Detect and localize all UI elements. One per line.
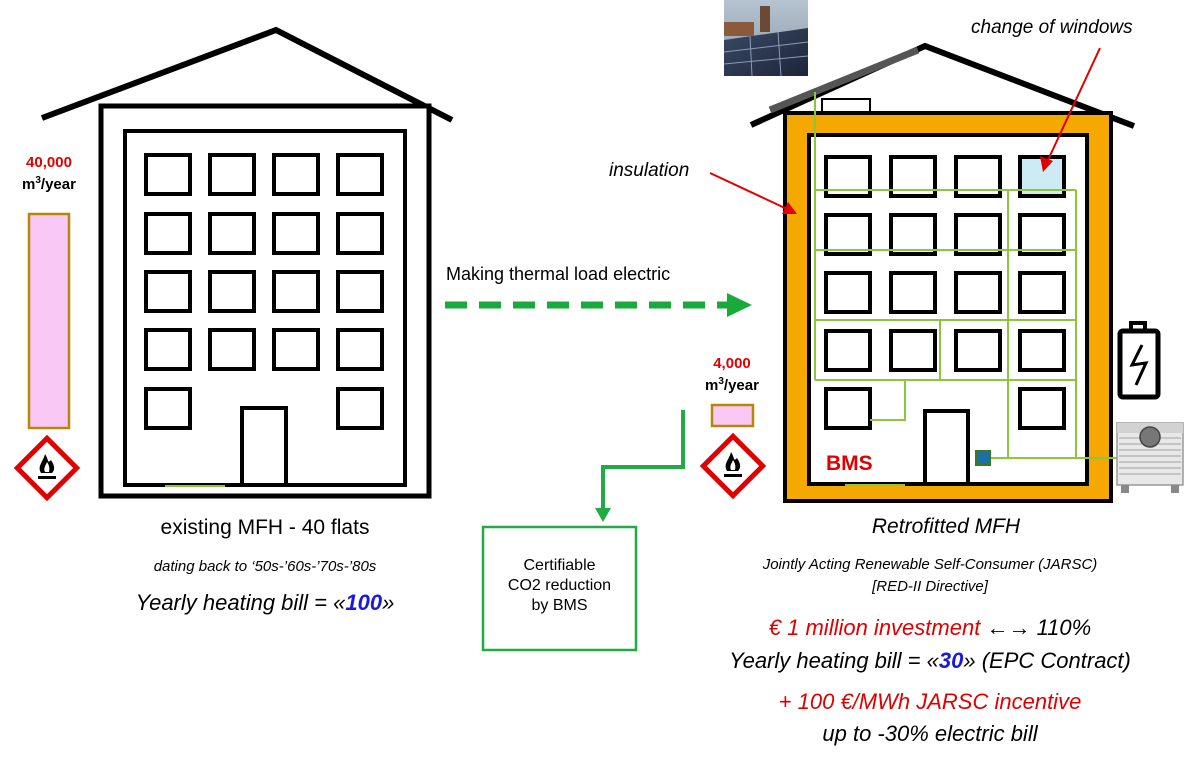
existing-roof <box>40 26 454 123</box>
retrofitted-door <box>923 409 970 486</box>
heat-pump-icon <box>1116 422 1184 493</box>
bill-suffix: » <box>382 590 395 615</box>
unit-suffix: /year <box>40 176 76 193</box>
co2-line-3: by BMS <box>531 597 588 614</box>
co2-reduction-box <box>481 525 638 652</box>
window <box>954 213 1002 256</box>
window <box>144 387 192 430</box>
retrofitted-gas-consumption-bar <box>710 403 755 428</box>
window <box>272 212 320 255</box>
transition-arrow-label: Making thermal load electric <box>446 264 671 284</box>
bill-prefix: Yearly heating bill = « <box>729 648 939 673</box>
unit-suffix: /year <box>723 377 759 394</box>
retrofitted-subtitle-line2: [RED-II Directive] <box>872 578 988 595</box>
unit-base: m <box>705 377 719 394</box>
co2-box-text: Certifiable CO2 reduction by BMS <box>483 556 636 616</box>
window <box>954 271 1002 314</box>
window <box>272 270 320 313</box>
window <box>144 212 192 255</box>
flammable-icon <box>13 434 81 502</box>
window <box>144 328 192 371</box>
retrofitted-building <box>749 42 1136 503</box>
window <box>336 153 384 196</box>
existing-windows <box>144 153 384 430</box>
window <box>336 212 384 255</box>
retrofitted-title: Retrofitted MFH <box>871 515 1021 538</box>
solar-panel-photo <box>723 0 809 77</box>
flammable-icon <box>699 432 767 500</box>
window <box>1018 329 1066 372</box>
windows-pointer-arrow <box>1040 47 1101 172</box>
retrofitted-windows <box>824 155 1066 430</box>
bms-wiring <box>814 92 1120 459</box>
window <box>1018 387 1066 430</box>
window <box>1018 213 1066 256</box>
insulation-pointer-arrow <box>709 172 797 214</box>
existing-door <box>240 406 288 487</box>
bill-prefix: Yearly heating bill = « <box>135 590 346 615</box>
window <box>208 328 256 371</box>
bill-value: 30 <box>938 648 964 673</box>
window <box>208 270 256 313</box>
window <box>1018 271 1066 314</box>
retrofitted-subtitle-line1: Jointly Acting Renewable Self-Consumer (… <box>762 556 1098 573</box>
window <box>824 213 872 256</box>
retrofitted-investment: € 1 million investment ←→ 110% <box>690 615 1170 641</box>
existing-consumption-value: 40,000 <box>26 154 72 171</box>
window <box>272 328 320 371</box>
unit-sup: 3 <box>35 175 41 186</box>
window <box>144 270 192 313</box>
retrofitted-incentive: + 100 €/MWh JARSC incentive <box>778 689 1082 714</box>
window <box>336 328 384 371</box>
insulation-label: insulation <box>609 160 690 181</box>
window <box>889 271 937 314</box>
existing-subtitle: dating back to ‘50s-’60s-’70s-’80s <box>153 558 377 575</box>
existing-consumption-unit: m3/year <box>9 172 89 194</box>
co2-line-1: Certifiable <box>523 557 596 574</box>
unit-base: m <box>22 176 36 193</box>
retrofitted-electric-bill: up to -30% electric bill <box>822 721 1038 746</box>
co2-line-2: CO2 reduction <box>507 577 612 594</box>
bill-value: 100 <box>345 590 383 615</box>
window <box>889 213 937 256</box>
transition-arrow <box>445 293 752 317</box>
existing-yearly-bill: Yearly heating bill = «100» <box>90 590 440 616</box>
existing-building <box>40 26 454 499</box>
window <box>208 212 256 255</box>
existing-gas-consumption-bar <box>27 212 71 430</box>
bms-label: BMS <box>826 452 873 475</box>
unit-sup: 3 <box>718 376 724 387</box>
window <box>336 270 384 313</box>
window <box>824 329 872 372</box>
retrofitted-roof <box>749 42 1136 129</box>
window <box>824 387 872 430</box>
window <box>336 387 384 430</box>
investment-arrow: ←→ <box>986 615 1031 640</box>
battery-icon <box>1117 321 1161 400</box>
bms-controller <box>975 450 991 466</box>
window <box>208 153 256 196</box>
existing-title: existing MFH - 40 flats <box>160 516 370 539</box>
window <box>954 329 1002 372</box>
window <box>889 329 937 372</box>
roof-vent <box>821 98 871 114</box>
window <box>144 153 192 196</box>
retrofitted-consumption-value: 4,000 <box>713 355 751 372</box>
bill-suffix: » (EPC Contract) <box>963 648 1131 673</box>
co2-connector-arrow <box>595 410 685 522</box>
window <box>272 153 320 196</box>
investment-amount: € 1 million investment <box>768 615 981 640</box>
investment-pct: 110% <box>1036 615 1092 640</box>
windows-label: change of windows <box>971 17 1133 38</box>
retrofitted-yearly-bill: Yearly heating bill = «30» (EPC Contract… <box>676 648 1184 674</box>
solar-panel-on-roof <box>768 46 920 114</box>
window <box>824 271 872 314</box>
retrofitted-consumption-unit: m3/year <box>692 373 772 395</box>
